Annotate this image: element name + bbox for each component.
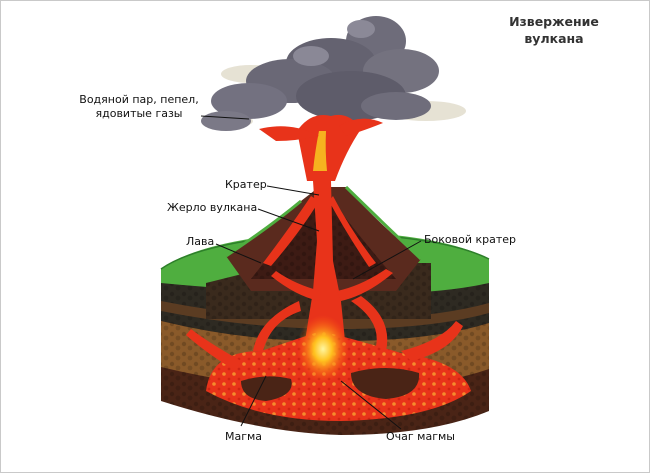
label-magma: Магма	[225, 430, 263, 443]
leader-lines	[200, 115, 422, 430]
ash-cloud	[201, 16, 439, 131]
label-lava: Лава	[186, 235, 215, 248]
label-gases: Водяной пар, пепел, ядовитые газы	[79, 93, 199, 120]
lava-system	[186, 114, 471, 421]
label-crater: Кратер	[225, 178, 267, 191]
label-vent: Жерло вулкана	[167, 201, 258, 214]
label-magma-chamber: Очаг магмы	[386, 430, 455, 443]
label-side-crater: Боковой кратер	[424, 233, 517, 246]
diagram-title: Извержение вулкана	[509, 14, 599, 46]
